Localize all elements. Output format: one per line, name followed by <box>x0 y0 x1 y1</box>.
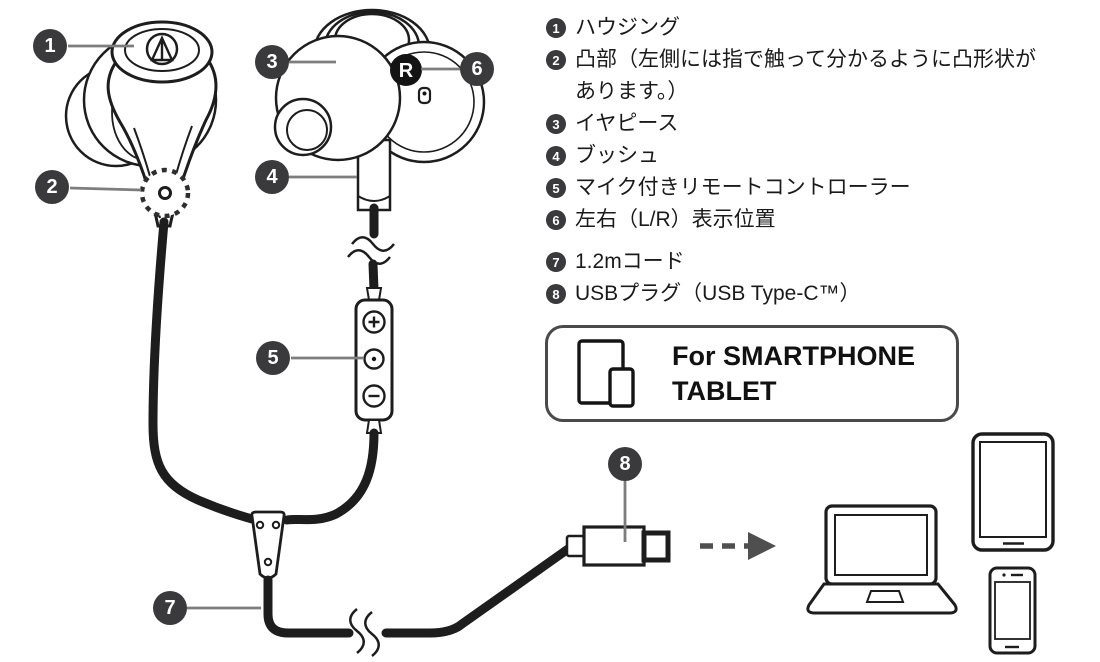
tablet-screen <box>979 441 1047 538</box>
splitter-hole <box>255 520 265 530</box>
legend-label-4: ブッシュ <box>575 144 659 167</box>
tablet-icon <box>971 432 1055 552</box>
smartphone-icon <box>988 566 1037 655</box>
cable-break-mark <box>351 236 395 252</box>
left-housing-top-rim <box>124 28 200 72</box>
plug-body <box>582 525 646 567</box>
laptop-screen-inner <box>834 514 928 576</box>
callout-4-badge: 4 <box>255 160 289 194</box>
legend-item-4: 4 ブッシュ <box>546 140 1094 172</box>
sound-outlet-inner <box>286 109 328 151</box>
volume-up-button <box>362 310 386 334</box>
callout-2-badge: 2 <box>35 170 69 204</box>
r-marking-letter: R <box>399 60 414 82</box>
tactile-dot-detail <box>139 167 191 219</box>
remote-strain-relief-bottom <box>365 419 383 434</box>
inline-remote-illustration <box>354 287 394 434</box>
bushing-cap-line <box>357 195 391 202</box>
legend-label-2: 凸部（左側には指で触って分かるように凸形状があります。） <box>575 48 1036 103</box>
brand-logo-icon <box>145 32 179 66</box>
callout-6-badge: 6 <box>460 52 494 86</box>
left-earbud-illustration <box>64 20 218 228</box>
legend-badge-1: 1 <box>546 18 566 38</box>
volume-down-button <box>362 384 386 408</box>
cable-segment <box>368 259 379 295</box>
legend-label-8: USBプラグ（USB Type-C™） <box>575 282 861 305</box>
legend-badge-3: 3 <box>546 114 566 134</box>
brand-logo-triangle <box>150 35 174 62</box>
legend-item-1: 1 ハウジング <box>546 12 1094 44</box>
icon-phone-shape <box>608 366 635 408</box>
smartphone-camera-dot <box>1002 573 1006 577</box>
mic-hole-dot <box>371 356 377 362</box>
smartphone-screen <box>994 581 1031 640</box>
left-cable <box>148 217 257 524</box>
right-earbud-illustration: R <box>273 8 486 212</box>
smartphone-tablet-icon <box>577 338 635 408</box>
legend-item-3: 3 イヤピース <box>546 108 1094 140</box>
plug-strain-relief <box>565 534 586 558</box>
cable-break-mark <box>364 611 380 657</box>
plug-tip <box>641 530 671 563</box>
legend-item-6: 6 左右（L/R）表示位置 <box>546 204 1094 236</box>
splitter-hole <box>263 557 273 567</box>
cable-break-mark <box>349 608 365 654</box>
legend-badge-4: 4 <box>546 146 566 166</box>
laptop-icon <box>806 504 958 615</box>
convex-bump-dot <box>422 91 427 96</box>
cable-segment <box>381 544 573 638</box>
parts-legend: 1 ハウジング 2 凸部（左側には指で触って分かるように凸形状があります。） 3… <box>546 12 1094 310</box>
compatibility-box: For SMARTPHONE TABLET <box>545 325 959 422</box>
splitter-hole <box>271 520 281 530</box>
cable-break-mark <box>347 249 391 265</box>
legend-item-7: 7 1.2mコード <box>546 246 1094 278</box>
legend-badge-8: 8 <box>546 284 566 304</box>
compat-line-1: For SMARTPHONE <box>672 340 915 371</box>
legend-badge-6: 6 <box>546 210 566 230</box>
right-cable-lower <box>282 428 379 525</box>
arrow-head <box>748 532 776 560</box>
legend-label-5: マイク付きリモートコントローラー <box>575 176 911 199</box>
leader-line-2 <box>69 186 142 192</box>
callout-5-badge: 5 <box>256 341 290 375</box>
callout-7-badge: 7 <box>153 591 187 625</box>
legend-label-1: ハウジング <box>575 16 680 39</box>
remote-strain-relief-top <box>365 287 383 301</box>
legend-badge-5: 5 <box>546 178 566 198</box>
callout-leader-lines <box>68 44 627 610</box>
legend-item-8: 8 USBプラグ（USB Type-C™） <box>546 278 1094 310</box>
usb-type-c-plug <box>565 525 671 567</box>
r-marking-disc <box>390 54 422 86</box>
callout-8-badge: 8 <box>608 447 642 481</box>
tactile-dot <box>158 186 172 200</box>
right-cable-upper <box>347 203 395 295</box>
legend-label-7: 1.2mコード <box>575 250 685 273</box>
main-cord <box>263 544 573 657</box>
legend-item-2: 2 凸部（左側には指で触って分かるように凸形状があります。） <box>546 44 1094 108</box>
cable-splitter <box>250 510 286 580</box>
legend-label-3: イヤピース <box>575 112 679 135</box>
callout-1-badge: 1 <box>33 29 67 63</box>
cable-segment <box>263 575 354 638</box>
legend-badge-2: 2 <box>546 50 566 70</box>
plus-icon <box>368 316 380 328</box>
callout-3-badge: 3 <box>255 45 289 79</box>
laptop-touchpad <box>865 590 905 603</box>
mic-center-button <box>363 348 385 370</box>
dashed-arrow <box>700 532 776 560</box>
compat-text: For SMARTPHONE TABLET <box>672 339 915 409</box>
legend-item-5: 5 マイク付きリモートコントローラー <box>546 172 1094 204</box>
compat-line-2: TABLET <box>672 375 777 406</box>
legend-label-6: 左右（L/R）表示位置 <box>575 208 776 231</box>
legend-badge-7: 7 <box>546 252 566 272</box>
splitter-body <box>250 510 286 580</box>
